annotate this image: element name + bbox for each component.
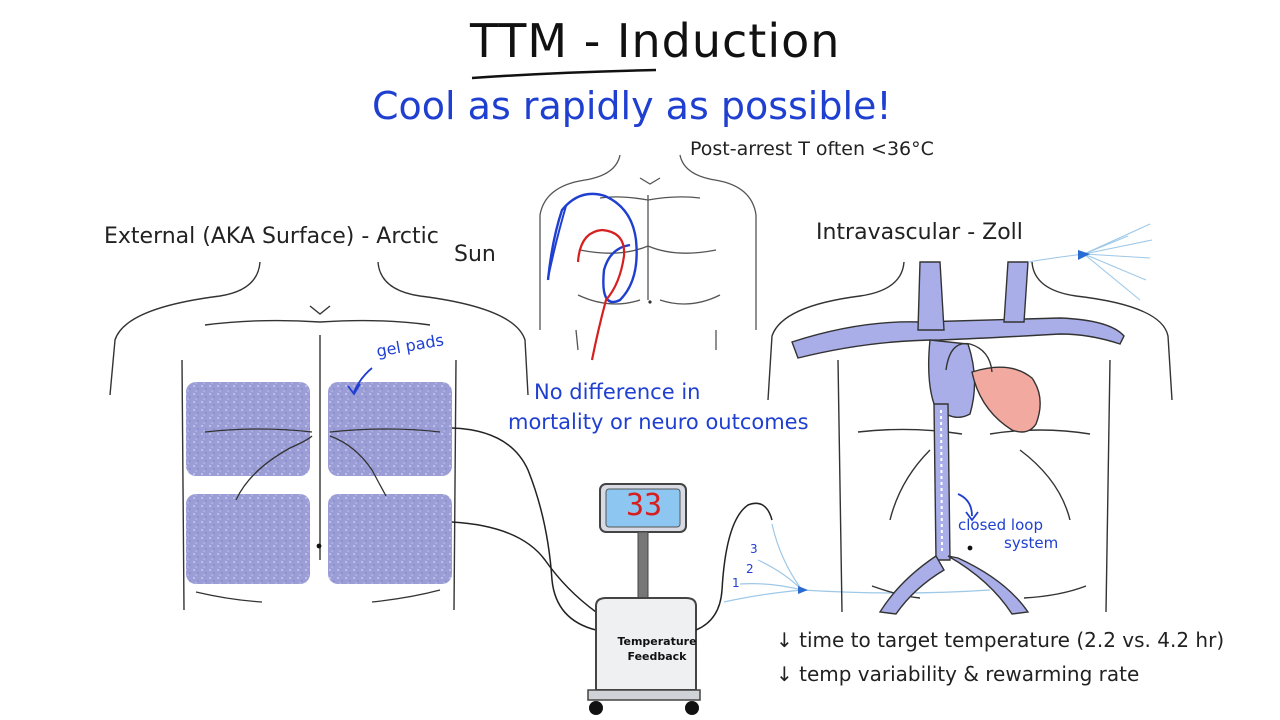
closed-loop-label: closed loop (958, 516, 1043, 534)
iv-line-top (1027, 223, 1153, 301)
catheter-hub (798, 586, 808, 594)
gel-pad-lower-right (328, 494, 452, 584)
catheter-tube (695, 502, 773, 631)
no-difference-line1: No difference in (534, 380, 701, 404)
left-torso-overlines (195, 428, 441, 603)
center-navel (648, 300, 652, 304)
closed-loop-label-line2: system (1004, 534, 1059, 552)
title-underline (471, 68, 657, 80)
benefit-variability: ↓ temp variability & rewarming rate (776, 662, 1140, 686)
external-label: External (AKA Surface) - Arctic (104, 224, 439, 249)
device-feedback-label: Temperature Feedback (617, 635, 697, 663)
pad-tubes (451, 427, 597, 631)
gel-pad-lower-left (186, 494, 310, 584)
no-difference-line2: mortality or neuro outcomes (508, 410, 809, 434)
benefit-time-to-target: ↓ time to target temperature (2.2 vs. 4.… (776, 628, 1225, 652)
external-label-line2: Sun (454, 242, 496, 267)
aortic-arch (945, 342, 993, 373)
lumen-number-3: 3 (750, 542, 758, 556)
gel-pads-arrow (353, 367, 373, 393)
center-red-vessel (576, 228, 626, 361)
left-torso (109, 261, 529, 611)
left-navel (316, 543, 322, 549)
gel-pads-arrowhead (347, 383, 361, 396)
lumen-number-2: 2 (746, 562, 754, 576)
intravascular-label: Intravascular - Zoll (816, 220, 1023, 245)
closed-loop-arrowhead (965, 511, 979, 522)
right-navel (967, 545, 973, 551)
center-blue-vessel (546, 192, 638, 304)
page-title: TTM - Induction (470, 14, 841, 68)
post-arrest-note: Post-arrest T often <36°C (690, 138, 934, 160)
closed-loop-arrow (957, 493, 973, 517)
temperature-device (587, 483, 701, 715)
subtitle: Cool as rapidly as possible! (372, 84, 892, 128)
lumen-number-1: 1 (732, 576, 740, 590)
heart (971, 366, 1041, 433)
center-torso (539, 154, 757, 351)
center-blue-vessel-2 (547, 205, 567, 279)
device-display-value: 33 (625, 488, 663, 523)
right-torso (767, 261, 1173, 613)
iv-line-hub (1078, 250, 1090, 260)
